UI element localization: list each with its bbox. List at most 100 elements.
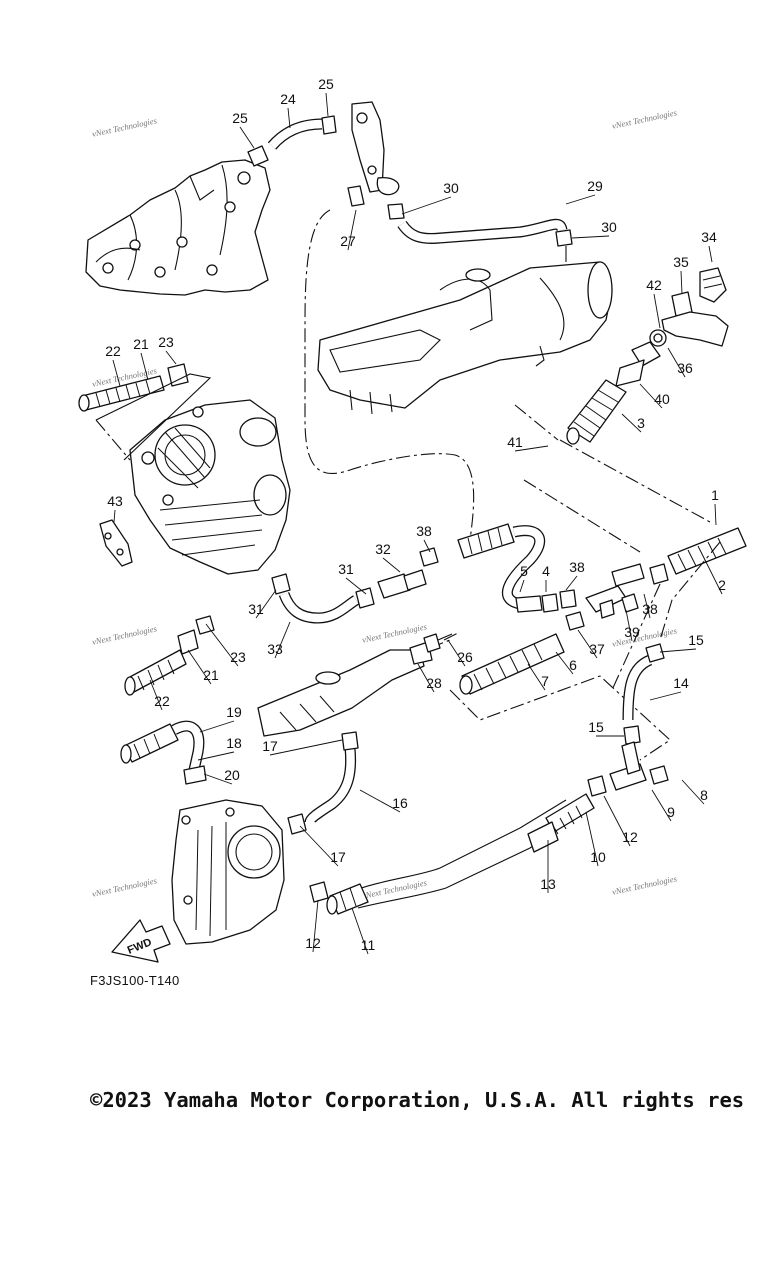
callout-32: 32 — [375, 541, 391, 557]
leader-line-17 — [269, 739, 343, 756]
jet-pump — [171, 799, 285, 945]
hose-33 — [271, 573, 375, 624]
callout-2: 2 — [718, 577, 726, 593]
callout-26: 26 — [457, 649, 473, 665]
valve-assembly — [247, 101, 405, 220]
watermark-text: vNext Technologies — [361, 621, 428, 645]
part-43-plate — [99, 519, 133, 567]
callout-15: 15 — [688, 632, 704, 648]
callout-11: 11 — [361, 937, 376, 953]
hose-29 — [397, 218, 573, 262]
callout-25: 25 — [318, 76, 334, 92]
leader-line-23 — [205, 623, 239, 667]
callout-17: 17 — [330, 849, 346, 865]
callout-7: 7 — [541, 673, 549, 689]
callout-21: 21 — [203, 667, 219, 683]
callout-34: 34 — [701, 229, 717, 245]
leader-line-25 — [239, 126, 255, 149]
leader-line-31 — [345, 577, 367, 595]
leader-line-35 — [680, 270, 683, 295]
leader-line-43 — [113, 509, 116, 523]
callout-31: 31 — [248, 601, 264, 617]
leader-line-2 — [704, 559, 723, 595]
callout-4: 4 — [542, 563, 550, 579]
hose-13 — [309, 793, 595, 915]
callout-38: 38 — [416, 523, 432, 539]
callout-1: 1 — [711, 487, 719, 503]
leader-line-37 — [577, 629, 598, 659]
callout-6: 6 — [569, 657, 577, 673]
callout-38: 38 — [642, 601, 658, 617]
watermark-text: vNext Technologies — [611, 873, 678, 897]
watermark-text: vNext Technologies — [91, 875, 158, 899]
callout-21: 21 — [133, 336, 149, 352]
callout-22: 22 — [154, 693, 170, 709]
leader-line-32 — [382, 557, 401, 573]
leader-line-31 — [255, 589, 277, 619]
watermark-text: vNext Technologies — [611, 625, 678, 649]
watermark-text: vNext Technologies — [91, 115, 158, 139]
intake-manifold — [129, 399, 291, 575]
leader-line-42 — [653, 293, 661, 329]
callout-30: 30 — [443, 180, 459, 196]
leader-line-30 — [401, 196, 452, 215]
callout-17: 17 — [262, 738, 278, 754]
leader-line-9 — [651, 789, 672, 822]
leader-line-12 — [312, 899, 319, 953]
leader-line-1 — [714, 503, 717, 526]
leader-line-22 — [112, 359, 121, 387]
callout-12: 12 — [622, 829, 638, 845]
leader-line-19 — [199, 720, 235, 733]
leader-line-12 — [603, 795, 631, 847]
callout-36: 36 — [677, 360, 693, 376]
leader-line-24 — [287, 107, 291, 129]
callout-14: 14 — [673, 675, 689, 691]
leader-line-34 — [708, 245, 713, 263]
callout-41: 41 — [507, 434, 523, 450]
leader-line-15 — [659, 648, 697, 653]
callout-40: 40 — [654, 391, 670, 407]
hose-3 — [566, 341, 661, 445]
callout-12: 12 — [305, 935, 321, 951]
exhaust-pipe — [317, 261, 613, 415]
watermark-text: vNext Technologies — [611, 107, 678, 131]
callout-16: 16 — [392, 795, 408, 811]
leader-line-39 — [625, 609, 633, 642]
fitting-32 — [377, 547, 439, 599]
leader-line-20 — [203, 773, 233, 785]
callout-33: 33 — [267, 641, 283, 657]
callout-5: 5 — [520, 563, 528, 579]
callout-28: 28 — [426, 675, 442, 691]
leader-line-40 — [639, 383, 663, 409]
hose-5 — [457, 523, 645, 631]
leader-lines — [112, 92, 723, 955]
leader-line-27 — [347, 209, 357, 251]
leader-line-22 — [149, 679, 163, 711]
callout-13: 13 — [540, 876, 556, 892]
hose-2 — [611, 527, 747, 691]
leader-line-16 — [359, 789, 401, 813]
callout-29: 29 — [587, 178, 603, 194]
hose-14 — [622, 643, 665, 745]
callout-3: 3 — [637, 415, 645, 431]
leader-line-11 — [351, 907, 369, 955]
callout-37: 37 — [589, 641, 605, 657]
watermark-text: vNext Technologies — [91, 623, 158, 647]
leader-line-36 — [667, 347, 686, 378]
leader-line-30 — [571, 235, 610, 239]
hose-7 — [459, 633, 565, 695]
callout-27: 27 — [340, 233, 356, 249]
leader-line-18 — [197, 751, 235, 761]
callout-22: 22 — [105, 343, 121, 359]
leader-line-38 — [643, 593, 651, 619]
callout-25: 25 — [232, 110, 248, 126]
hose-22-upper — [78, 363, 212, 461]
copyright-notice: ©2023 Yamaha Motor Corporation, U.S.A. A… — [90, 1088, 745, 1112]
leader-line-14 — [649, 691, 682, 701]
callout-31: 31 — [338, 561, 354, 577]
leader-line-6 — [555, 651, 574, 675]
leader-line-3 — [621, 413, 642, 433]
leader-line-29 — [565, 194, 596, 205]
leader-line-38 — [565, 575, 578, 591]
